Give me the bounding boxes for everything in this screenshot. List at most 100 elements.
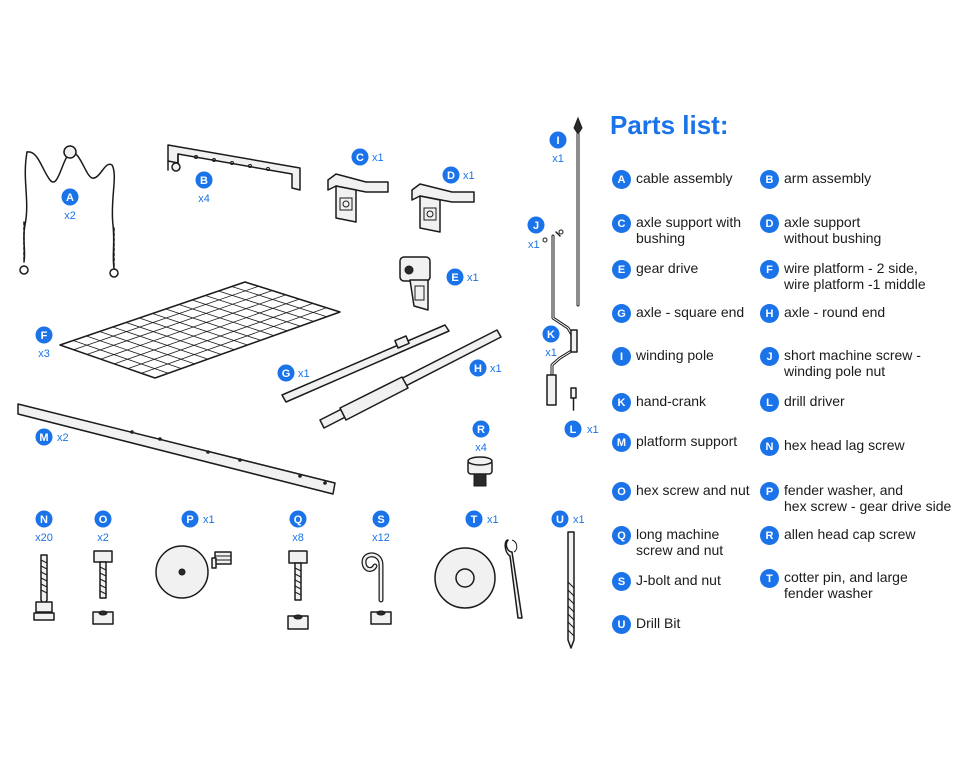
- callout-a-letter: A: [66, 192, 74, 204]
- part-a-cable-assembly: [19, 145, 119, 278]
- part-j-short-machine-screw: [542, 229, 564, 243]
- parts-list-badge: J: [760, 347, 779, 366]
- callout-g-qty: x1: [298, 368, 310, 380]
- part-p-fender-washer-hex-screw: [155, 545, 232, 599]
- part-d-axle-support: [411, 183, 475, 233]
- callout-s-letter: S: [377, 514, 384, 526]
- callout-q-qty: x8: [292, 532, 304, 544]
- parts-list-badge: A: [612, 170, 631, 189]
- callout-r: R x4: [472, 420, 490, 454]
- parts-list-label: J-bolt and nut: [636, 572, 721, 588]
- part-s-j-bolt-and-nut: [361, 552, 392, 625]
- callout-i-qty: x1: [552, 153, 564, 165]
- part-r-allen-head-cap-screw: [467, 456, 493, 487]
- part-q-long-machine-screw: [287, 550, 309, 630]
- callout-m-letter: M: [39, 432, 48, 444]
- parts-list-badge: T: [760, 569, 779, 588]
- callout-i-letter: I: [556, 135, 559, 147]
- callout-o-qty: x2: [97, 532, 109, 544]
- parts-list-label: gear drive: [636, 260, 699, 276]
- callout-n-letter: N: [40, 514, 48, 526]
- callout-j-qty: x1: [528, 239, 540, 251]
- part-b-arm-assembly: [167, 144, 301, 191]
- callout-j-letter: J: [533, 220, 539, 232]
- parts-list-label: wire platform - 2 side, wire platform -1…: [784, 260, 926, 292]
- callout-t: T x1: [465, 510, 499, 528]
- callout-g-badge: [277, 364, 295, 382]
- callout-b-letter: B: [200, 175, 208, 187]
- callout-e: E x1: [446, 268, 479, 286]
- callout-c-letter: C: [356, 152, 364, 164]
- callout-s-qty: x12: [372, 532, 390, 544]
- parts-list-title: Parts list:: [610, 110, 729, 140]
- parts-list-badge: M: [612, 433, 631, 452]
- callout-h-badge: [469, 359, 487, 377]
- callout-m: M x2: [35, 428, 69, 446]
- callout-h: H x1: [469, 359, 502, 377]
- callout-p-qty: x1: [203, 514, 215, 526]
- parts-list-badge: L: [760, 393, 779, 412]
- parts-list-badge: P: [760, 482, 779, 501]
- part-l-drill-driver: [570, 387, 577, 411]
- callout-o-letter: O: [99, 514, 108, 526]
- callout-d-letter: D: [447, 170, 455, 182]
- parts-list-badge: R: [760, 526, 779, 545]
- callout-b: B x4: [195, 171, 213, 205]
- parts-list-label: long machine screw and nut: [636, 526, 724, 558]
- parts-list-label: allen head cap screw: [784, 526, 916, 542]
- callout-l-qty: x1: [587, 424, 599, 436]
- parts-list-label: arm assembly: [784, 170, 872, 186]
- callout-k-letter: K: [547, 329, 555, 341]
- part-c-axle-support-with-bushing: [327, 173, 389, 223]
- parts-list-item-u: U Drill Bit: [612, 615, 812, 634]
- callout-j-badge: [527, 216, 545, 234]
- callout-t-badge: [465, 510, 483, 528]
- callout-e-letter: E: [451, 272, 458, 284]
- parts-list-badge: U: [612, 615, 631, 634]
- callout-a: A x2: [61, 188, 79, 222]
- callout-h-qty: x1: [490, 363, 502, 375]
- callout-c-badge: [351, 148, 369, 166]
- parts-list-label: axle support without bushing: [784, 214, 882, 246]
- part-u-drill-bit: [567, 531, 575, 649]
- parts-list-badge: S: [612, 572, 631, 591]
- parts-list-badge: E: [612, 260, 631, 279]
- parts-list-label: fender washer, and hex screw - gear driv…: [784, 482, 952, 514]
- callout-t-qty: x1: [487, 514, 499, 526]
- callout-d-badge: [442, 166, 460, 184]
- parts-list-badge: B: [760, 170, 779, 189]
- callout-m-qty: x2: [57, 432, 69, 444]
- callout-k-badge: [542, 325, 560, 343]
- part-i-winding-pole: [573, 116, 583, 307]
- callout-f-qty: x3: [38, 348, 50, 360]
- parts-list-label: axle - square end: [636, 304, 745, 320]
- callout-g-letter: G: [282, 368, 291, 380]
- callout-n: N x20: [35, 510, 53, 544]
- callout-c: C x1: [351, 148, 384, 166]
- callout-k-qty: x1: [545, 347, 557, 359]
- parts-list-badge: G: [612, 304, 631, 323]
- parts-list-badge: N: [760, 437, 779, 456]
- callout-l-badge: [564, 420, 582, 438]
- callout-i-badge: [549, 131, 567, 149]
- part-f-wire-platform: [59, 281, 341, 379]
- callout-r-badge: [472, 420, 490, 438]
- parts-list-label: Drill Bit: [636, 615, 681, 631]
- callout-r-letter: R: [477, 424, 485, 436]
- parts-list-badge: O: [612, 482, 631, 501]
- callout-i: I x1: [549, 131, 567, 165]
- callout-e-qty: x1: [467, 272, 479, 284]
- callout-q-badge: [289, 510, 307, 528]
- callout-l-letter: L: [570, 424, 577, 436]
